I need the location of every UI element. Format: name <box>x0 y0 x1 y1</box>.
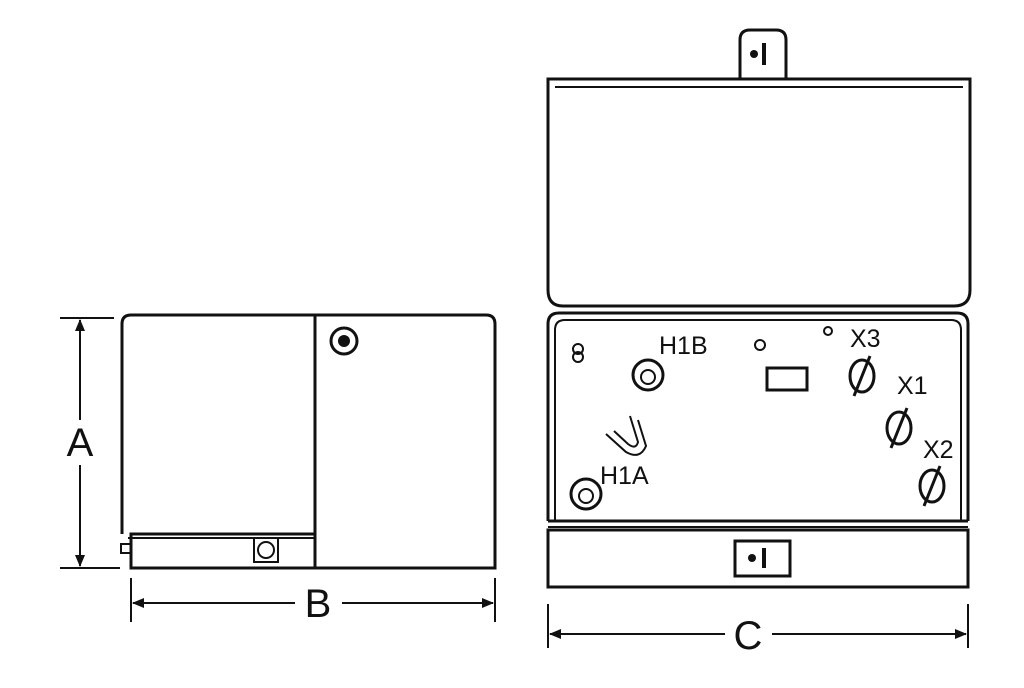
lid-hasp-hole <box>750 50 758 58</box>
open-lid <box>546 77 972 308</box>
bushing-h1a <box>569 477 603 511</box>
base-lock-hole <box>748 554 756 562</box>
terminal-x3 <box>848 355 876 397</box>
terminal-x3-stroke <box>852 355 872 397</box>
front-view: H1B H1A X3 X1 X2 <box>546 28 972 589</box>
side-view-lock-ring <box>257 541 275 559</box>
terminal-x2-icon <box>918 468 946 504</box>
label-x3: X3 <box>850 325 881 353</box>
dimension-b-label: B <box>305 582 332 626</box>
bushing-h1b <box>631 358 665 392</box>
terminal-panel-outline <box>546 311 970 521</box>
small-hole-left <box>754 339 766 351</box>
base-sill <box>546 528 970 589</box>
small-hole-right <box>823 326 833 336</box>
terminal-panel-inner <box>554 319 962 521</box>
tap-changer-bracket <box>605 415 648 456</box>
bushing-h1a-inner-icon <box>578 488 594 504</box>
lid-hasp-slot <box>762 43 766 65</box>
side-view <box>120 313 497 570</box>
dimension-a: A <box>60 317 120 569</box>
bushing-h1b-inner-icon <box>640 369 656 385</box>
dimension-c-label: C <box>734 614 763 658</box>
dimension-b: B <box>130 578 496 626</box>
nameplate <box>765 366 809 392</box>
side-view-body-outline <box>120 313 497 570</box>
label-h1a: H1A <box>600 462 649 490</box>
base-lock-slot <box>762 548 766 568</box>
bushing-h1a-outer-icon <box>569 477 603 511</box>
dimension-a-label: A <box>67 421 94 465</box>
side-view-bushing-outer <box>329 326 359 356</box>
terminal-x1-icon <box>885 410 913 446</box>
terminal-x2 <box>918 465 946 507</box>
lid-hasp-tab <box>738 28 788 79</box>
bushing-h1b-outer-icon <box>631 358 665 392</box>
label-x2: X2 <box>923 436 954 464</box>
ground-screw-top <box>572 343 584 355</box>
terminal-x2-stroke <box>922 465 942 507</box>
side-view-bushing-inner <box>338 335 350 347</box>
label-h1b: H1B <box>659 332 708 360</box>
terminal-x1-stroke <box>889 407 909 449</box>
side-view-lock-block <box>253 537 279 563</box>
terminal-x1 <box>885 407 913 449</box>
label-x1: X1 <box>897 372 928 400</box>
ground-screw-bottom <box>572 351 584 363</box>
terminal-x3-icon <box>848 358 876 394</box>
side-view-small-tab <box>120 543 132 554</box>
base-lock-plate <box>733 539 792 578</box>
dimension-c: C <box>547 604 969 658</box>
